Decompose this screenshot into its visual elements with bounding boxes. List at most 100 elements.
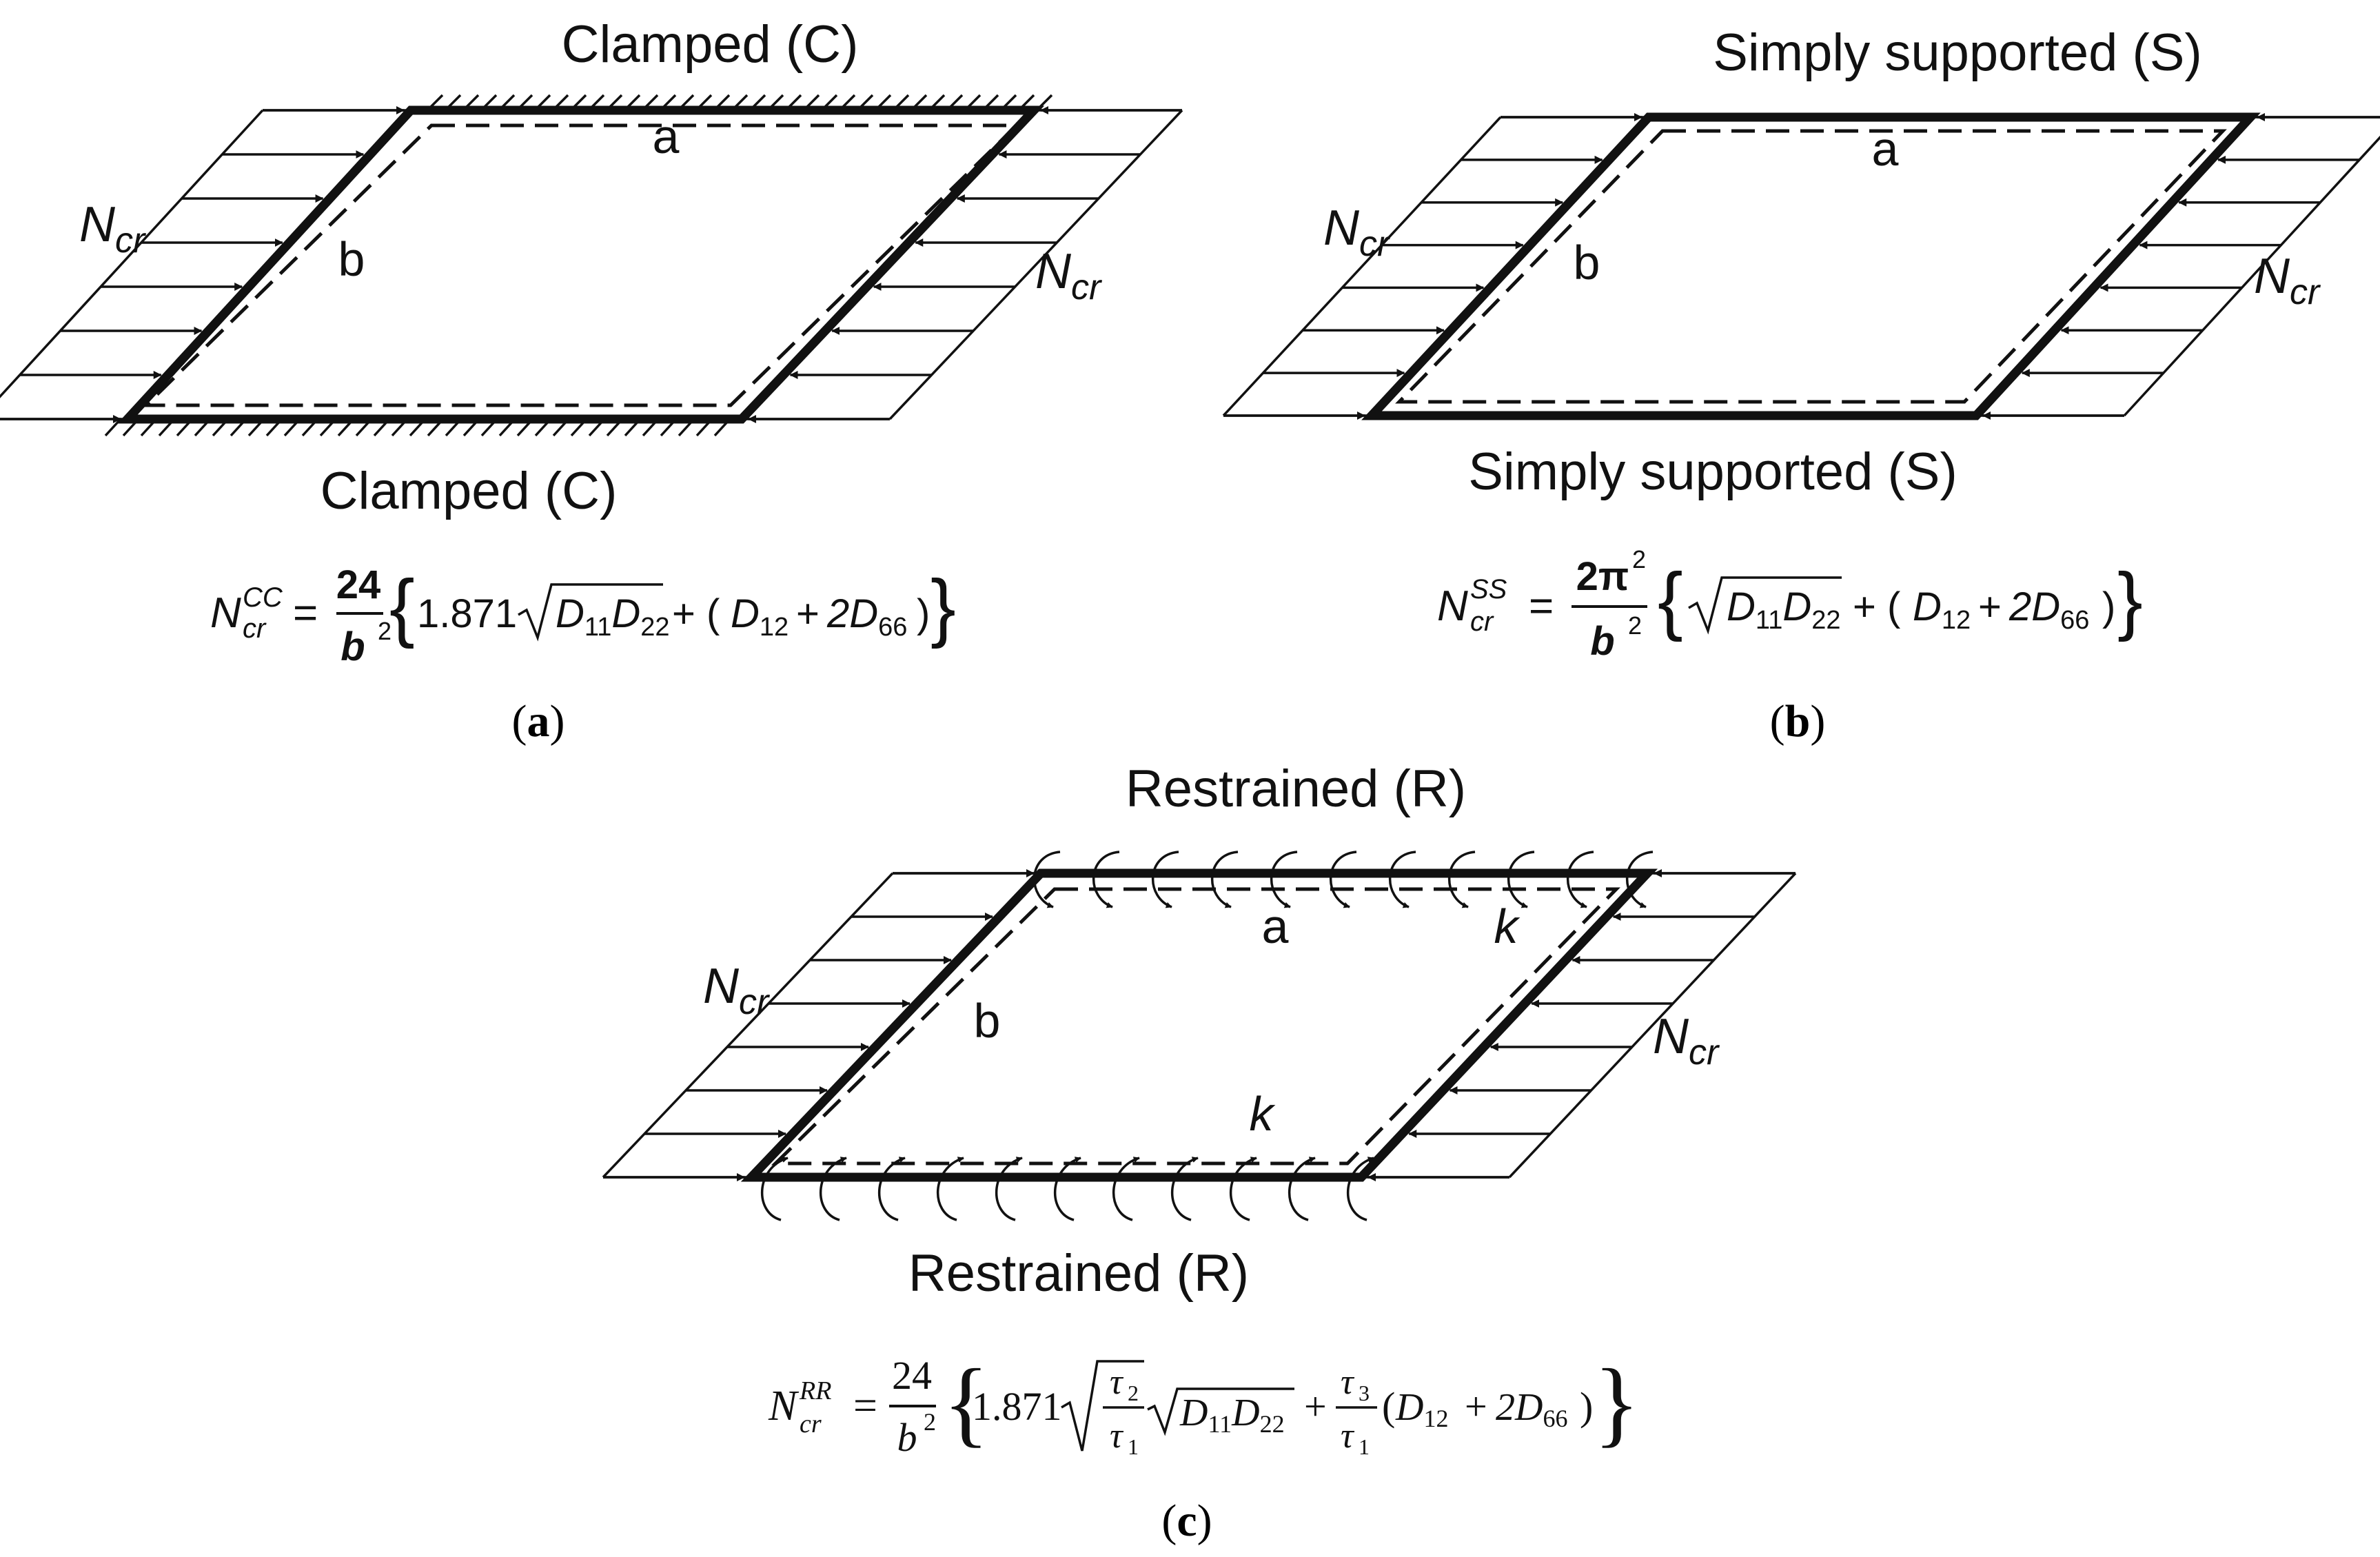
- rotational-spring: [1329, 851, 1357, 908]
- load-b-right-outer-line: [2123, 135, 2380, 417]
- dimension-b-label: b: [1574, 236, 1600, 289]
- svg-text:D12: D12: [731, 591, 789, 642]
- bottom-edge-label: Restrained (R): [908, 1244, 1249, 1303]
- load-a-right-outer-line: [888, 109, 1183, 420]
- rotational-spring: [819, 1157, 847, 1221]
- svg-text:{: {: [1658, 558, 1683, 642]
- caption-c: (c): [1161, 1496, 1212, 1546]
- rotational-spring: [1346, 1157, 1374, 1221]
- top-edge-label: Clamped (C): [562, 15, 859, 74]
- svg-text:}: }: [930, 564, 956, 649]
- caption-b: (b): [1770, 696, 1826, 746]
- plate-inner-dashed-a: [141, 123, 1021, 407]
- panel-c: Restrained (R) Restrained (R) a b k k Nc…: [602, 760, 1797, 1546]
- rotational-springs-bottom: [760, 1157, 1374, 1221]
- svg-text:3: 3: [1359, 1381, 1370, 1405]
- rotational-spring: [936, 1157, 964, 1221]
- svg-text:+ (: + (: [672, 591, 720, 636]
- load-label-right: Ncr: [1035, 244, 1103, 307]
- svg-text:+: +: [1978, 584, 2002, 629]
- plate-inner-dashed-b: [1395, 129, 2227, 404]
- rotational-spring: [1210, 851, 1239, 908]
- load-right-a: [742, 106, 1183, 423]
- plate-outline-c: [740, 868, 1658, 1182]
- svg-text:1: 1: [1128, 1434, 1139, 1459]
- top-edge-label: Simply supported (S): [1713, 23, 2202, 82]
- svg-text:24: 24: [336, 562, 381, 607]
- formula-c: N RR cr = 24 b 2 { 1.871 τ 2 τ 1 D11D22 …: [768, 1350, 1640, 1460]
- svg-text:b: b: [1590, 619, 1614, 664]
- svg-text:(: (: [1382, 1384, 1395, 1429]
- svg-text:cr: cr: [1470, 607, 1494, 637]
- load-label-left: Ncr: [1323, 201, 1391, 264]
- svg-text:D11D22: D11D22: [1179, 1392, 1285, 1438]
- svg-text:τ: τ: [1341, 1363, 1355, 1402]
- spring-k-label-bottom: k: [1250, 1087, 1276, 1141]
- svg-text:2π: 2π: [1576, 554, 1629, 599]
- svg-text:): ): [2102, 584, 2115, 629]
- bottom-edge-label: Simply supported (S): [1468, 442, 1957, 501]
- svg-text:}: }: [2117, 558, 2143, 642]
- svg-text:1.871: 1.871: [972, 1384, 1062, 1429]
- panel-b: Simply supported (S) Simply supported (S…: [1222, 23, 2380, 746]
- svg-text:SS: SS: [1470, 574, 1507, 604]
- svg-text:1: 1: [1359, 1434, 1370, 1459]
- dimension-b-label: b: [974, 994, 1001, 1048]
- rotational-spring: [1170, 1157, 1199, 1221]
- svg-text:1.871: 1.871: [417, 591, 517, 636]
- load-right-b: [1976, 113, 2380, 420]
- svg-text:N: N: [768, 1383, 800, 1429]
- svg-text:=: =: [293, 589, 318, 637]
- svg-text:+ (: + (: [1853, 584, 1900, 629]
- svg-text:b: b: [897, 1415, 917, 1460]
- rotational-spring: [1288, 1157, 1316, 1221]
- caption-a: (a): [512, 696, 565, 746]
- load-right-c: [1361, 869, 1797, 1181]
- svg-text:{: {: [389, 564, 415, 649]
- rotational-springs-top: [1033, 851, 1654, 908]
- svg-text:{: {: [943, 1350, 989, 1456]
- rotational-spring: [877, 1157, 906, 1221]
- load-c-right-outer-line: [1508, 872, 1797, 1179]
- spring-k-label-top: k: [1494, 899, 1520, 953]
- svg-text:CC: CC: [243, 582, 283, 613]
- load-label-left: Ncr: [79, 197, 147, 261]
- svg-text:2: 2: [1632, 545, 1646, 573]
- load-label-left: Ncr: [703, 959, 771, 1022]
- svg-text:τ: τ: [1110, 1363, 1124, 1402]
- svg-text:cr: cr: [243, 613, 267, 644]
- svg-text:N: N: [1437, 582, 1468, 630]
- plate-inner-dashed-c: [771, 887, 1620, 1166]
- svg-text:2: 2: [1628, 611, 1642, 640]
- svg-text:+: +: [1465, 1384, 1487, 1429]
- load-c-left-outer-line: [602, 872, 894, 1179]
- rotational-spring: [1447, 851, 1476, 908]
- dimension-a-label: a: [653, 110, 680, 163]
- load-a-left-outer-line: [0, 109, 264, 398]
- rotational-spring: [1092, 851, 1120, 908]
- svg-text:=: =: [853, 1383, 877, 1429]
- hatch-mark: [104, 418, 122, 437]
- svg-text:2D66: 2D66: [1496, 1386, 1567, 1432]
- bottom-edge-label: Clamped (C): [321, 462, 618, 520]
- load-left-a: [0, 106, 411, 423]
- formula-b: N SS cr = 2π 2 b 2 { D11D22 + ( D12 + 2D…: [1437, 545, 2143, 664]
- svg-text:2: 2: [378, 617, 391, 645]
- formula-a: N CC cr = 24 b 2 { 1.871 D11D22 + ( D12 …: [210, 562, 956, 669]
- rotational-spring: [1112, 1157, 1140, 1221]
- plate-outline-a: [117, 105, 1045, 424]
- svg-text:τ: τ: [1110, 1416, 1124, 1456]
- rotational-spring: [1566, 851, 1594, 908]
- load-label-right: Ncr: [1653, 1009, 1720, 1072]
- svg-text:): ): [917, 591, 930, 636]
- svg-text:D11D22: D11D22: [556, 591, 670, 642]
- svg-text:cr: cr: [800, 1410, 822, 1438]
- panel-a: Clamped (C) Clamped (C) a b Ncr Ncr N CC…: [0, 15, 1183, 746]
- svg-text:τ: τ: [1341, 1416, 1355, 1456]
- load-label-right: Ncr: [2254, 249, 2321, 312]
- dimension-a-label: a: [1262, 899, 1289, 953]
- dimension-a-label: a: [1872, 122, 1899, 176]
- top-edge-label: Restrained (R): [1126, 760, 1466, 818]
- rotational-spring: [1053, 1157, 1081, 1221]
